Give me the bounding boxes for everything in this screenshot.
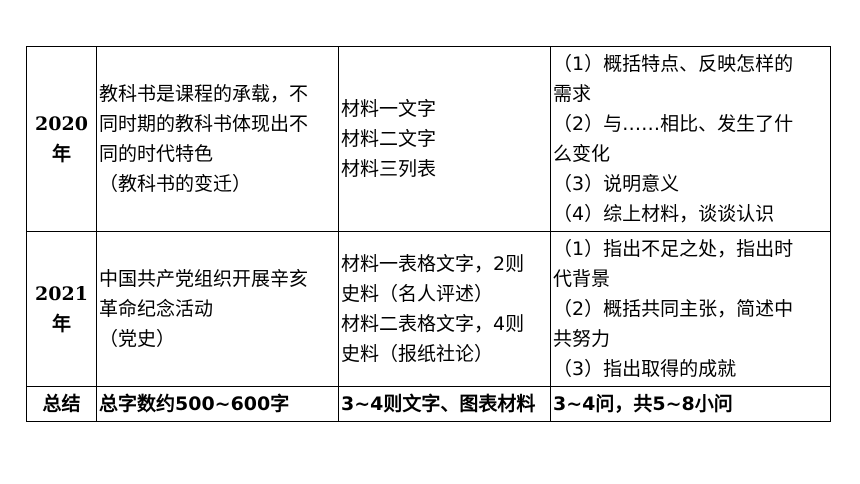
question-line: （3）说明意义 (553, 173, 680, 195)
material-line: 材料一表格文字，2则 (341, 253, 525, 275)
question-line: 需求 (553, 83, 592, 105)
summary-questions: 3~4问，共5~8小问 (550, 386, 831, 422)
summary-label: 总结 (26, 386, 97, 422)
theme-line: 教科书是课程的承载，不 (99, 83, 309, 105)
theme-cell: 中国共产党组织开展辛亥 革命纪念活动 （党史） (96, 231, 339, 387)
theme-line: 革命纪念活动 (99, 298, 214, 320)
table-row-summary: 总结 总字数约500~600字 3~4则文字、图表材料 3~4问，共5~8小问 (26, 386, 831, 422)
theme-line: （党史） (99, 328, 176, 350)
material-line: 材料二表格文字，4则 (341, 313, 525, 335)
material-line: 史料（名人评述） (341, 283, 494, 305)
table-row-2021: 2021年 中国共产党组织开展辛亥 革命纪念活动 （党史） 材料一表格文字，2则… (26, 231, 831, 387)
theme-line: （教科书的变迁） (99, 173, 252, 195)
theme-line: 同的时代特色 (99, 143, 214, 165)
question-line: （3）指出取得的成就 (553, 358, 737, 380)
question-line: （4）综上材料，谈谈认识 (553, 203, 775, 225)
material-line: 材料二文字 (341, 128, 437, 150)
question-cell: （1）概括特点、反映怎样的 需求 （2）与……相比、发生了什 么变化 （3）说明… (550, 46, 831, 232)
theme-line: 中国共产党组织开展辛亥 (99, 268, 309, 290)
year-cell: 2020年 (26, 46, 97, 232)
question-cell: （1）指出不足之处，指出时 代背景 （2）概括共同主张，简述中 共努力 （3）指… (550, 231, 831, 387)
question-line: 代背景 (553, 268, 611, 290)
exam-analysis-table: 2020年 教科书是课程的承载，不 同时期的教科书体现出不 同的时代特色 （教科… (26, 46, 831, 422)
year-cell: 2021年 (26, 231, 97, 387)
question-line: 共努力 (553, 328, 611, 350)
question-line: （2）与……相比、发生了什 (553, 113, 794, 135)
summary-theme: 总字数约500~600字 (96, 386, 339, 422)
summary-materials: 3~4则文字、图表材料 (338, 386, 551, 422)
question-line: 么变化 (553, 143, 611, 165)
material-line: 材料三列表 (341, 158, 437, 180)
material-cell: 材料一表格文字，2则 史料（名人评述） 材料二表格文字，4则 史料（报纸社论） (338, 231, 551, 387)
question-line: （1）指出不足之处，指出时 (553, 238, 794, 260)
question-line: （1）概括特点、反映怎样的 (553, 53, 794, 75)
material-line: 史料（报纸社论） (341, 343, 494, 365)
material-line: 材料一文字 (341, 98, 437, 120)
theme-cell: 教科书是课程的承载，不 同时期的教科书体现出不 同的时代特色 （教科书的变迁） (96, 46, 339, 232)
table-row-2020: 2020年 教科书是课程的承载，不 同时期的教科书体现出不 同的时代特色 （教科… (26, 46, 831, 232)
theme-line: 同时期的教科书体现出不 (99, 113, 309, 135)
question-line: （2）概括共同主张，简述中 (553, 298, 794, 320)
material-cell: 材料一文字 材料二文字 材料三列表 (338, 46, 551, 232)
